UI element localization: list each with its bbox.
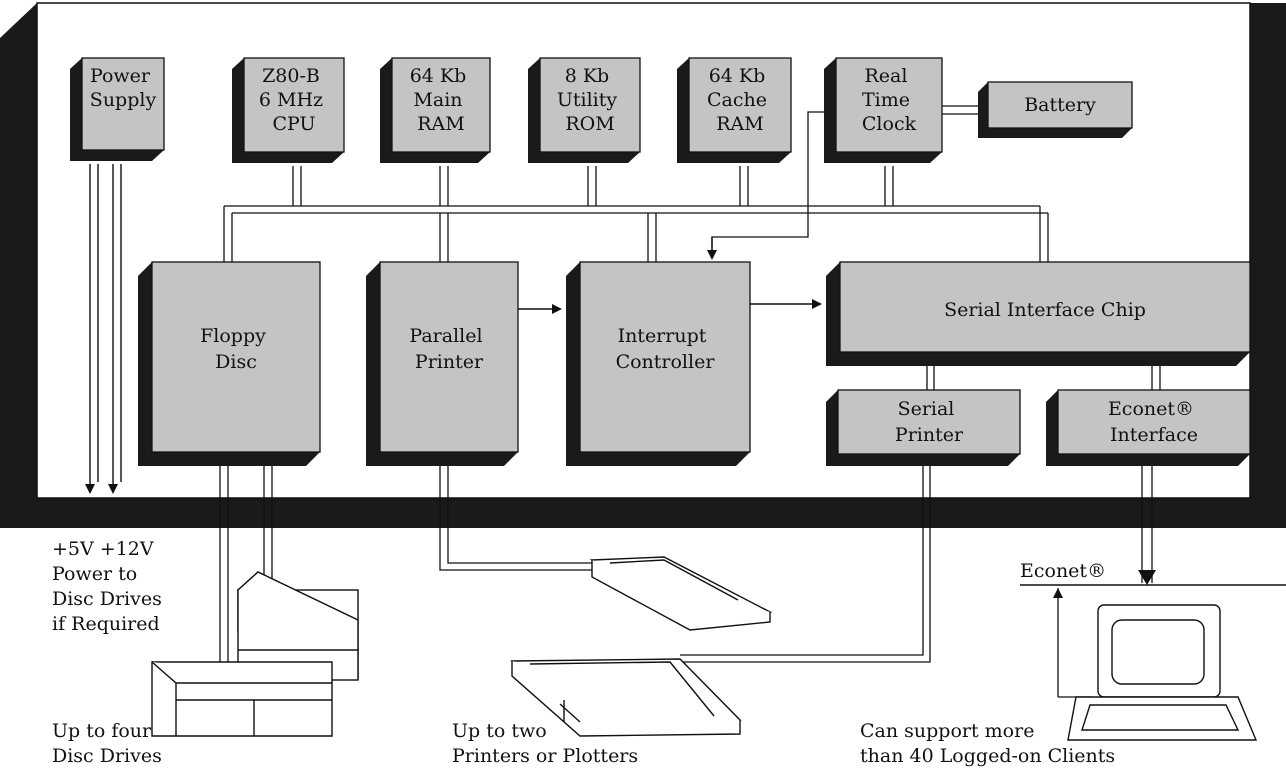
caption-econet-bus: Econet®: [1020, 560, 1106, 582]
svg-text:Can support more than 40: Can support more than 40 Logged-on Clien…: [860, 720, 1115, 767]
captions: +5V +12V Power to Disc Drives if Require…: [52, 538, 1115, 767]
serial-printer-line-1: Serial: [898, 398, 955, 420]
floppy-line-2: Disc: [215, 351, 257, 373]
block-econet-interface: Econet® Interface: [1046, 389, 1251, 466]
svg-text:64 Kb Cache RAM: 64 Kb Cache RAM: [707, 65, 773, 135]
utility-rom-line-2: Utility: [557, 89, 618, 111]
main-ram-line-3: RAM: [417, 113, 464, 135]
svg-text:8 Kb Utility ROM: 8 Kb Utility ROM: [557, 65, 623, 135]
power-supply-line-2: Supply: [90, 89, 157, 111]
block-battery: Battery: [978, 81, 1133, 138]
block-interrupt-controller: Interrupt Controller: [566, 261, 751, 466]
block-cache-ram: 64 Kb Cache RAM: [677, 57, 792, 163]
main-ram-line-2: Main: [413, 89, 462, 111]
cpu-line-1: Z80-B: [262, 65, 320, 87]
svg-text:Serial Printer: Serial Printer: [895, 398, 964, 446]
parallel-printer-line-2: Printer: [415, 351, 484, 373]
interrupt-line-2: Controller: [616, 351, 716, 373]
floppy-line-1: Floppy: [200, 325, 266, 347]
caption-power-line-2: Power to: [52, 563, 137, 585]
serial-chip-label: Serial Interface Chip: [944, 299, 1146, 321]
svg-text:Floppy Disc: Floppy Disc: [200, 325, 272, 373]
block-parallel-printer: Parallel Printer: [366, 261, 519, 466]
block-utility-rom: 8 Kb Utility ROM: [528, 57, 641, 163]
cache-ram-line-1: 64 Kb: [709, 65, 766, 87]
econet-interface-line-1: Econet®: [1108, 398, 1194, 420]
svg-text:Up to two Printers or Pl: Up to two Printers or Plotters: [452, 720, 638, 767]
block-floppy-disc: Floppy Disc: [138, 261, 321, 466]
utility-rom-line-3: ROM: [565, 113, 614, 135]
battery-label: Battery: [1024, 94, 1096, 116]
caption-printers-line-2: Printers or Plotters: [452, 745, 638, 767]
client-computer-illustration: [1067, 604, 1258, 741]
block-main-ram: 64 Kb Main RAM: [380, 57, 491, 163]
client-arrow-head: [1053, 588, 1063, 598]
main-ram-line-1: 64 Kb: [410, 65, 467, 87]
svg-text:Serial Interface Chip: Serial Interface Chip: [944, 299, 1146, 321]
cpu-line-2: 6 MHz: [259, 89, 323, 111]
external-cables: [219, 466, 1286, 698]
block-serial-interface-chip: Serial Interface Chip: [826, 261, 1251, 366]
block-power-supply: Power Supply: [70, 57, 165, 161]
disc-drives-illustration: [151, 571, 359, 737]
utility-rom-line-1: 8 Kb: [565, 65, 610, 87]
cpu-line-3: CPU: [272, 113, 315, 135]
signal-arrows: [85, 164, 822, 494]
caption-disc-line-2: Disc Drives: [52, 745, 162, 767]
cache-ram-line-3: RAM: [716, 113, 763, 135]
svg-text:Power Supply: Power Supply: [90, 65, 157, 111]
svg-text:Up to four Disc Drives: Up to four Disc Drives: [52, 720, 162, 767]
parallel-printer-line-1: Parallel: [409, 325, 482, 347]
block-cpu: Z80-B 6 MHz CPU: [232, 57, 345, 163]
power-supply-line-1: Power: [90, 65, 151, 87]
svg-text:Interrupt Controller: Interrupt Controller: [616, 325, 716, 373]
caption-printers-line-1: Up to two: [452, 720, 547, 742]
printers-illustration: [510, 556, 773, 737]
svg-text:Parallel Printer: Parallel Printer: [409, 325, 488, 373]
block-serial-printer: Serial Printer: [826, 389, 1021, 466]
svg-text:Real Time Clock: Real Time Clock: [862, 65, 917, 135]
svg-text:Econet® Interface: Econet® Interface: [1108, 398, 1200, 446]
caption-power-line-3: Disc Drives: [52, 588, 162, 610]
svg-text:Z80-B 6 MHz CPU: Z80-B 6 MHz CPU: [259, 65, 329, 135]
block-real-time-clock: Real Time Clock: [824, 57, 943, 163]
econet-arrow-head: [1138, 570, 1156, 585]
caption-disc-line-1: Up to four: [52, 720, 152, 742]
caption-clients-line-1: Can support more: [860, 720, 1034, 742]
serial-printer-line-2: Printer: [895, 424, 964, 446]
caption-power-line-1: +5V +12V: [52, 538, 154, 560]
svg-text:64 Kb Main RAM: 64 Kb Main RAM: [410, 65, 473, 135]
caption-power-line-4: if Required: [52, 613, 160, 635]
interrupt-line-1: Interrupt: [618, 325, 707, 347]
svg-text:+5V +12V Power to: +5V +12V Power to Disc Drives if Require…: [52, 538, 168, 635]
svg-text:Battery: Battery: [1024, 94, 1096, 116]
econet-interface-line-2: Interface: [1110, 424, 1198, 446]
rtc-line-3: Clock: [862, 113, 917, 135]
rtc-line-1: Real: [864, 65, 907, 87]
caption-clients-line-2: than 40 Logged-on Clients: [860, 745, 1115, 767]
rtc-line-2: Time: [862, 89, 910, 111]
cache-ram-line-2: Cache: [707, 89, 767, 111]
